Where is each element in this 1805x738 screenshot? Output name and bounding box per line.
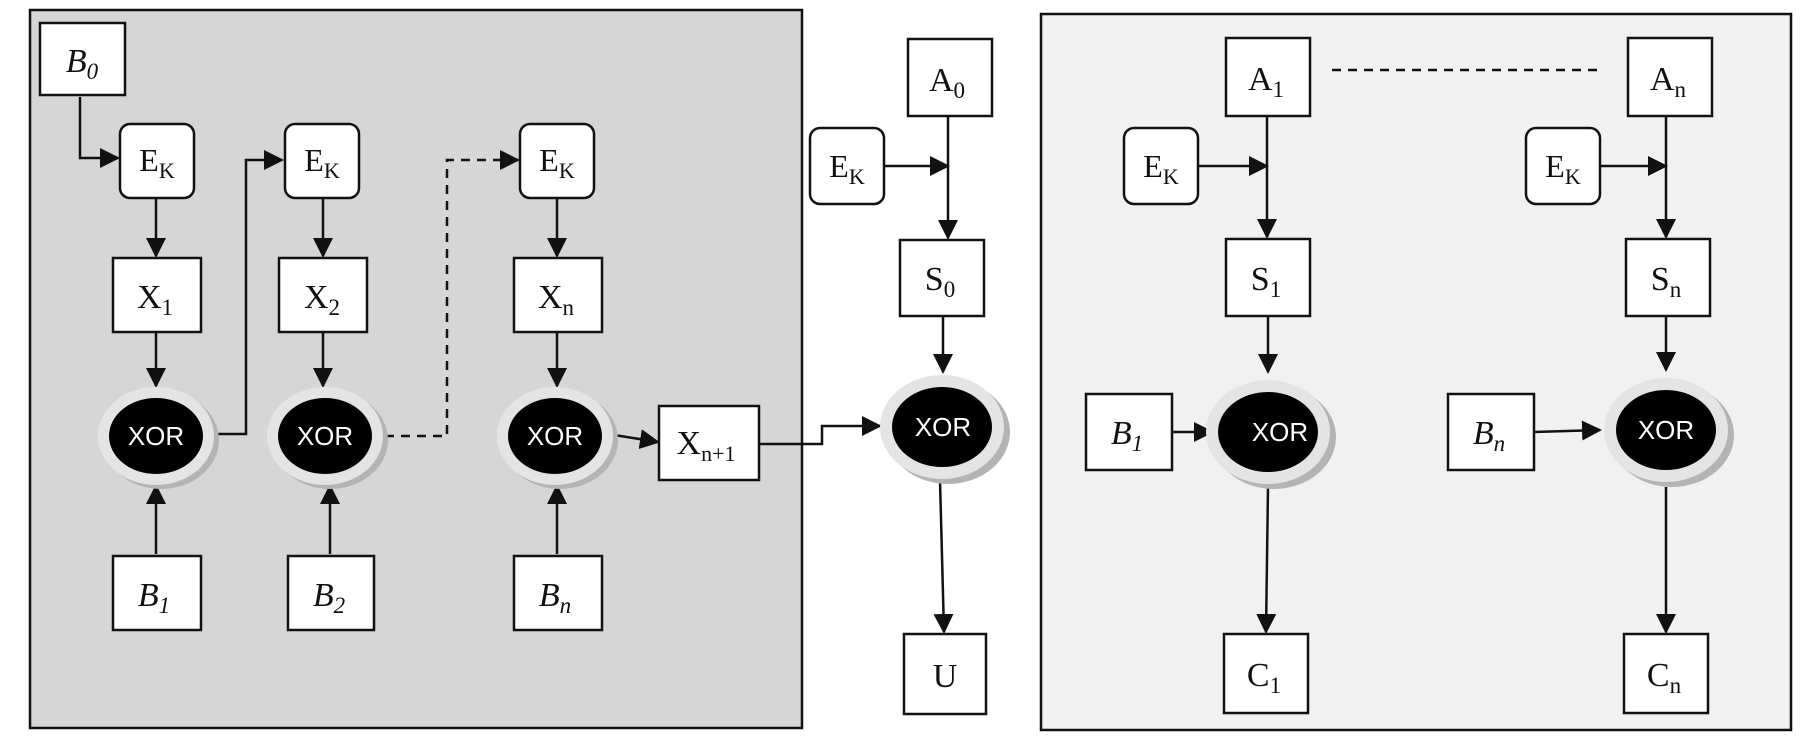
box-an: An xyxy=(1626,36,1714,118)
xor-node-2: XOR xyxy=(267,387,388,489)
box-b0: B0 xyxy=(38,21,127,97)
svg-text:U: U xyxy=(933,658,958,695)
svg-text:S1: S1 xyxy=(1251,261,1281,302)
svg-text:XOR: XOR xyxy=(1252,417,1308,447)
box-ek-1: EK xyxy=(118,122,196,200)
box-ek-3: EK xyxy=(518,122,596,200)
box-bn-right: Bn xyxy=(1446,392,1536,472)
box-c1: C1 xyxy=(1222,632,1310,715)
edge-xorr1-c1 xyxy=(1256,486,1277,634)
svg-text:Bn: Bn xyxy=(1473,415,1505,456)
box-b1-right: B1 xyxy=(1084,392,1174,472)
svg-text:Xn+1: Xn+1 xyxy=(677,425,736,466)
svg-text:Sn: Sn xyxy=(1651,261,1682,302)
svg-text:EK: EK xyxy=(1143,148,1179,189)
svg-text:Bn: Bn xyxy=(539,577,571,618)
svg-text:XOR: XOR xyxy=(527,421,583,451)
svg-text:B2: B2 xyxy=(313,577,345,618)
svg-text:XOR: XOR xyxy=(297,421,353,451)
box-b2: B2 xyxy=(286,554,376,632)
xor-node-right-2: XOR xyxy=(1604,378,1734,487)
box-cn: Cn xyxy=(1622,632,1710,715)
svg-text:EK: EK xyxy=(304,142,340,183)
xor-node-mid: XOR xyxy=(880,375,1010,484)
box-bn-left: Bn xyxy=(512,554,604,632)
edge-b0-ek1 xyxy=(78,97,120,168)
svg-text:XOR: XOR xyxy=(128,421,184,451)
box-x2: X2 xyxy=(277,256,369,334)
svg-text:EK: EK xyxy=(1545,148,1581,189)
edge-xormid-u xyxy=(933,479,954,634)
box-sn: Sn xyxy=(1624,237,1712,318)
svg-text:S0: S0 xyxy=(925,261,955,302)
edge-xn1-xormid xyxy=(758,416,882,446)
svg-text:X2: X2 xyxy=(304,279,340,320)
svg-text:EK: EK xyxy=(829,148,865,189)
svg-text:B1: B1 xyxy=(138,577,170,618)
edge-bnr-xorr2 xyxy=(1533,420,1602,441)
svg-text:EK: EK xyxy=(539,142,575,183)
box-s1: S1 xyxy=(1224,237,1312,318)
box-s0: S0 xyxy=(898,238,986,318)
svg-text:X1: X1 xyxy=(137,279,173,320)
box-a1: A1 xyxy=(1224,36,1312,118)
svg-text:Cn: Cn xyxy=(1647,657,1682,698)
box-x1: X1 xyxy=(111,256,203,334)
svg-text:XOR: XOR xyxy=(1638,415,1694,445)
edges xyxy=(78,68,1676,634)
box-b1-left: B1 xyxy=(111,554,203,632)
svg-text:An: An xyxy=(1650,61,1687,102)
box-a0: A0 xyxy=(906,37,994,118)
svg-text:B1: B1 xyxy=(1111,415,1143,456)
xor-node-right-1: XOR xyxy=(1206,380,1336,489)
xor-node-1: XOR xyxy=(98,387,219,489)
svg-text:B0: B0 xyxy=(66,43,99,84)
svg-text:C1: C1 xyxy=(1247,657,1281,698)
svg-text:A0: A0 xyxy=(929,62,965,103)
svg-text:XOR: XOR xyxy=(915,412,971,442)
box-u: U xyxy=(902,632,988,716)
right-panel xyxy=(1039,12,1793,732)
box-ek-2: EK xyxy=(283,122,361,200)
box-xn1: Xn+1 xyxy=(657,404,761,482)
xor-node-3: XOR xyxy=(497,387,618,489)
svg-text:A1: A1 xyxy=(1248,61,1284,102)
edge-xor2-ek3 xyxy=(385,150,520,438)
edge-xor1-ek2 xyxy=(206,150,284,436)
box-xn: Xn xyxy=(512,256,604,334)
box-ek-mid: EK xyxy=(808,126,886,206)
svg-text:EK: EK xyxy=(139,142,175,183)
box-ek-r1: EK xyxy=(1122,126,1200,206)
box-ek-r2: EK xyxy=(1524,126,1602,206)
svg-text:Xn: Xn xyxy=(538,279,575,320)
